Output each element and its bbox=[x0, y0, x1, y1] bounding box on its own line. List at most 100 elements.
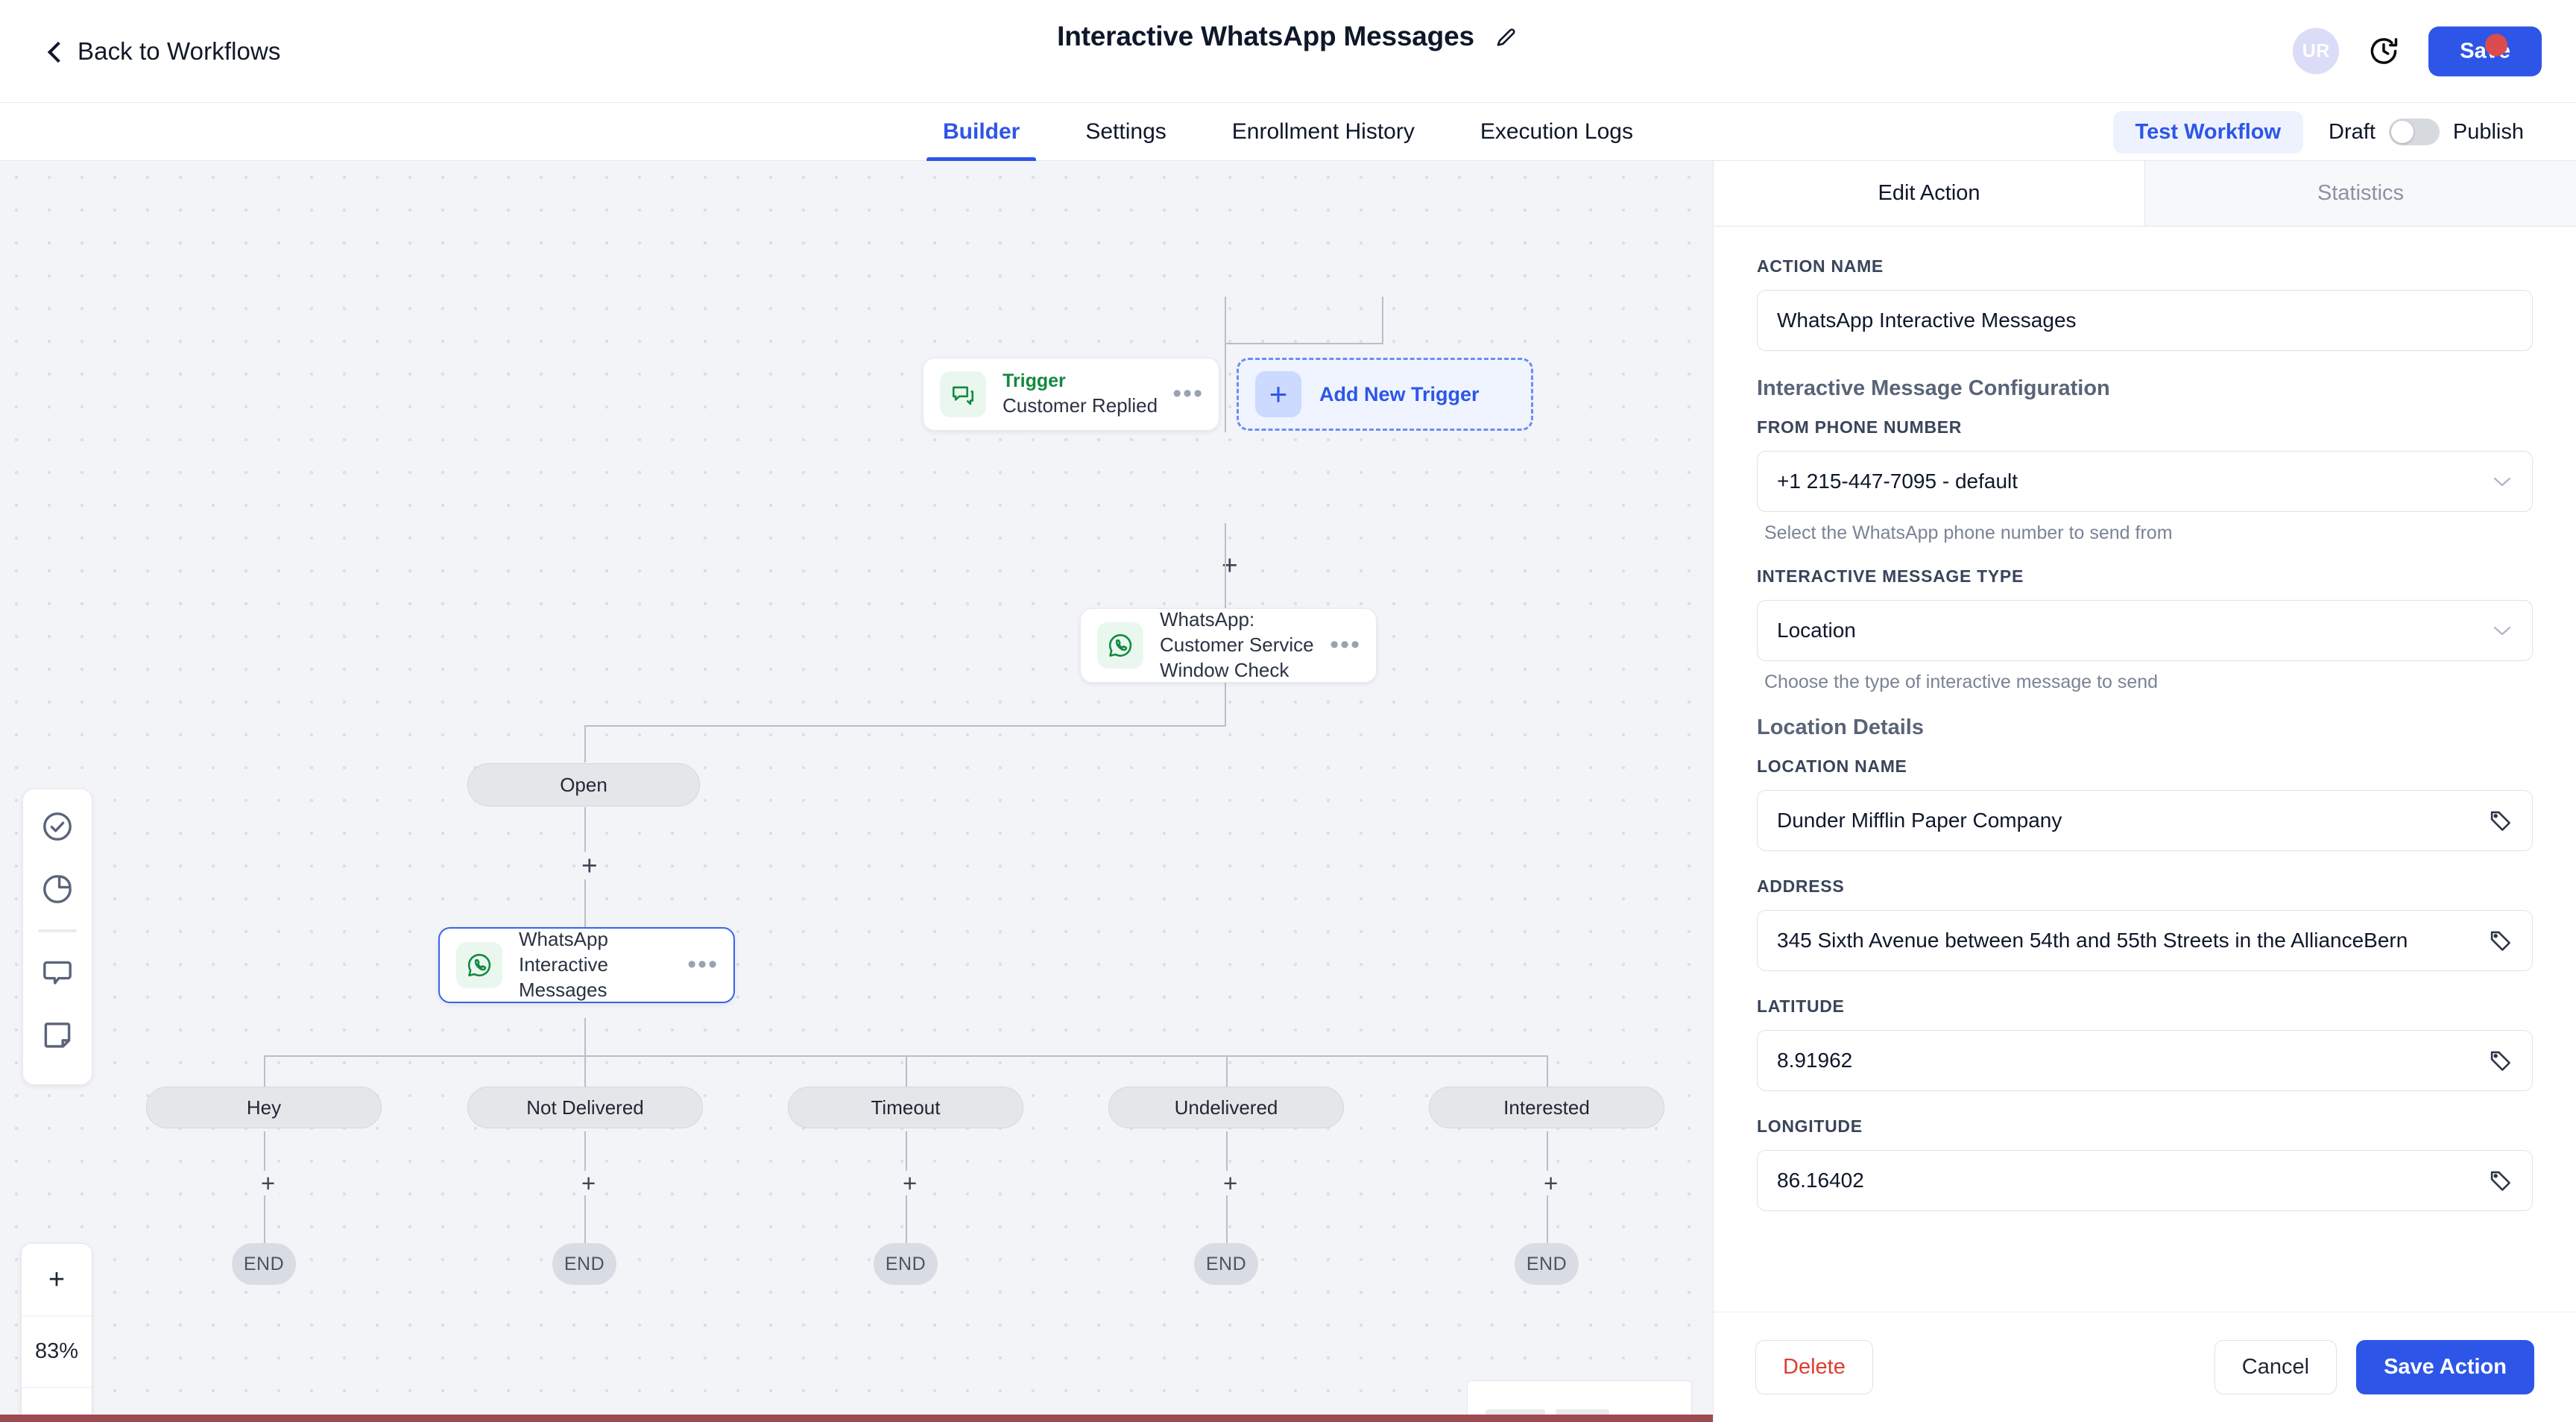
edge-trigger-down bbox=[1225, 297, 1226, 343]
publish-toggle[interactable] bbox=[2388, 118, 2440, 145]
test-workflow-button[interactable]: Test Workflow bbox=[2112, 110, 2304, 154]
panel-footer: Delete Cancel Save Action bbox=[1714, 1312, 2576, 1422]
pencil-icon[interactable] bbox=[1494, 24, 1519, 49]
from-phone-number-label: FROM PHONE NUMBER bbox=[1757, 417, 1963, 437]
edge-branch-4 bbox=[1226, 1055, 1228, 1087]
zoom-level-label[interactable]: 83% bbox=[22, 1315, 92, 1387]
edge-branch-1 bbox=[264, 1055, 265, 1087]
interactive-message-configuration-title: Interactive Message Configuration bbox=[1757, 376, 2110, 400]
longitude-input[interactable] bbox=[1757, 1150, 2533, 1211]
clock-history-icon[interactable] bbox=[2367, 35, 2400, 68]
edge-branch-2 bbox=[584, 1055, 586, 1087]
from-phone-number-select[interactable] bbox=[1757, 451, 2533, 512]
interactive-message-type-label: INTERACTIVE MESSAGE TYPE bbox=[1757, 566, 2024, 586]
edge-merge-horizontal bbox=[1225, 343, 1383, 344]
node-whatsapp-interactive-messages[interactable]: WhatsApp Interactive Messages ••• bbox=[438, 927, 735, 1003]
add-new-trigger-button[interactable]: + Add New Trigger bbox=[1237, 358, 1533, 431]
branch-pill-undelivered[interactable]: Undelivered bbox=[1108, 1087, 1344, 1128]
tool-rail-divider bbox=[38, 929, 77, 932]
node-whatsapp-window-check[interactable]: WhatsApp: Customer Service Window Check … bbox=[1080, 608, 1377, 683]
branch-pill-open[interactable]: Open bbox=[467, 763, 700, 806]
ellipsis-icon[interactable]: ••• bbox=[1172, 379, 1204, 408]
add-step-plus-2[interactable]: + bbox=[577, 852, 602, 879]
branch-pill-hey[interactable]: Hey bbox=[146, 1087, 382, 1128]
back-to-workflows-button[interactable]: Back to Workflows bbox=[46, 37, 281, 66]
pie-chart-icon[interactable] bbox=[40, 871, 75, 907]
publish-label: Publish bbox=[2452, 119, 2524, 144]
latitude-label: LATITUDE bbox=[1757, 996, 1845, 1016]
tag-icon[interactable] bbox=[2488, 1168, 2513, 1193]
node-trigger-title: Customer Replied bbox=[1003, 394, 1158, 417]
chevron-left-icon bbox=[46, 43, 63, 60]
action-name-input[interactable] bbox=[1757, 290, 2533, 351]
tab-edit-action[interactable]: Edit Action bbox=[1714, 161, 2144, 226]
end-node-3[interactable]: END bbox=[874, 1243, 938, 1285]
edge-merge-down bbox=[1225, 343, 1226, 432]
chevron-down-icon[interactable] bbox=[2493, 475, 2512, 487]
nav-right-actions: Test Workflow Draft Publish bbox=[2112, 103, 2524, 161]
add-step-plus-b4[interactable]: + bbox=[1219, 1171, 1243, 1195]
tab-settings[interactable]: Settings bbox=[1085, 119, 1167, 144]
branch-pill-not-delivered[interactable]: Not Delivered bbox=[467, 1087, 703, 1128]
zoom-controls: + 83% — bbox=[21, 1243, 92, 1422]
tab-execution-logs[interactable]: Execution Logs bbox=[1480, 119, 1633, 144]
tag-icon[interactable] bbox=[2488, 808, 2513, 833]
tab-statistics[interactable]: Statistics bbox=[2144, 161, 2576, 226]
add-step-plus-b5[interactable]: + bbox=[1539, 1171, 1563, 1195]
workflow-canvas[interactable]: + + + + + + + bbox=[0, 161, 1713, 1422]
node-trigger[interactable]: Trigger Customer Replied ••• bbox=[923, 358, 1219, 431]
end-node-2[interactable]: END bbox=[552, 1243, 616, 1285]
check-circle-icon[interactable] bbox=[40, 809, 75, 844]
ellipsis-icon[interactable]: ••• bbox=[687, 950, 719, 979]
chevron-down-icon[interactable] bbox=[2493, 625, 2512, 636]
location-name-input[interactable] bbox=[1757, 790, 2533, 851]
end-node-1[interactable]: END bbox=[232, 1243, 296, 1285]
whatsapp-icon bbox=[1097, 622, 1143, 669]
save-action-button[interactable]: Save Action bbox=[2356, 1340, 2534, 1394]
tag-icon[interactable] bbox=[2488, 928, 2513, 953]
top-bar: Back to Workflows Interactive WhatsApp M… bbox=[0, 0, 2576, 103]
panel-footer-right: Cancel Save Action bbox=[2214, 1340, 2534, 1394]
interactive-message-type-field-wrap bbox=[1757, 600, 2533, 661]
canvas-bottom-strip bbox=[0, 1415, 1713, 1422]
comment-icon[interactable] bbox=[40, 955, 75, 990]
panel-tabs: Edit Action Statistics bbox=[1714, 161, 2576, 227]
node-trigger-subtitle: Trigger bbox=[1003, 370, 1066, 392]
location-name-field-wrap bbox=[1757, 790, 2533, 851]
tab-builder[interactable]: Builder bbox=[910, 103, 1052, 161]
tag-icon[interactable] bbox=[2488, 1048, 2513, 1073]
from-phone-number-help: Select the WhatsApp phone number to send… bbox=[1764, 522, 2173, 543]
address-label: ADDRESS bbox=[1757, 876, 1845, 896]
branch-pill-timeout[interactable]: Timeout bbox=[788, 1087, 1023, 1128]
cancel-button[interactable]: Cancel bbox=[2214, 1340, 2337, 1394]
edge-branch-3 bbox=[906, 1055, 907, 1087]
workflow-title-group: Interactive WhatsApp Messages bbox=[1057, 21, 1519, 52]
draft-publish-toggle-group: Draft Publish bbox=[2329, 118, 2524, 145]
interactive-message-type-select[interactable] bbox=[1757, 600, 2533, 661]
delete-button[interactable]: Delete bbox=[1755, 1340, 1873, 1394]
toggle-knob bbox=[2390, 121, 2414, 143]
edit-action-panel: Edit Action Statistics ACTION NAME Inter… bbox=[1713, 161, 2576, 1422]
save-button[interactable]: Save bbox=[2428, 26, 2542, 76]
interactive-message-type-help: Choose the type of interactive message t… bbox=[1764, 672, 2159, 692]
address-field-wrap bbox=[1757, 910, 2533, 971]
whatsapp-icon bbox=[456, 942, 502, 988]
add-step-plus-b1[interactable]: + bbox=[256, 1171, 280, 1195]
note-icon[interactable] bbox=[40, 1017, 75, 1053]
add-step-plus-1[interactable]: + bbox=[1217, 552, 1243, 579]
add-new-trigger-label: Add New Trigger bbox=[1319, 382, 1480, 405]
edge-window-check-down bbox=[1225, 683, 1226, 726]
workflow-nav-bar: Builder Settings Enrollment History Exec… bbox=[0, 103, 2576, 161]
add-step-plus-b2[interactable]: + bbox=[577, 1171, 601, 1195]
latitude-input[interactable] bbox=[1757, 1030, 2533, 1091]
ellipsis-icon[interactable]: ••• bbox=[1330, 631, 1361, 660]
end-node-4[interactable]: END bbox=[1194, 1243, 1258, 1285]
tab-enrollment-history[interactable]: Enrollment History bbox=[1231, 119, 1415, 144]
avatar[interactable]: UR bbox=[2293, 28, 2340, 75]
add-step-plus-b3[interactable]: + bbox=[898, 1171, 922, 1195]
zoom-in-button[interactable]: + bbox=[48, 1263, 66, 1295]
branch-pill-interested[interactable]: Interested bbox=[1429, 1087, 1664, 1128]
address-input[interactable] bbox=[1757, 910, 2533, 971]
end-node-5[interactable]: END bbox=[1515, 1243, 1579, 1285]
edge-open-branch-horizontal bbox=[584, 725, 1225, 727]
